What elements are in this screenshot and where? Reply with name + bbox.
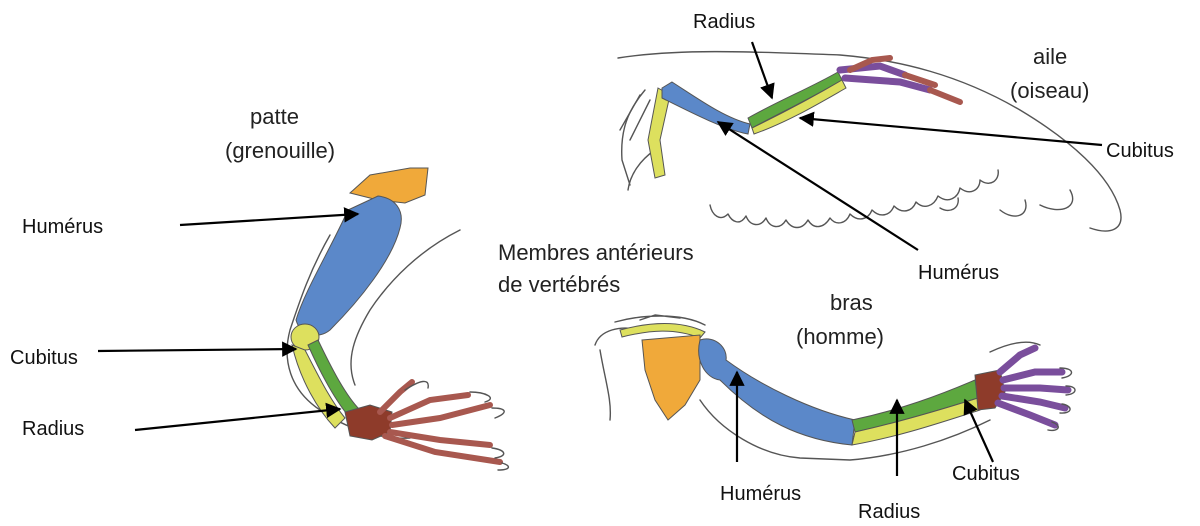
frog-cubitus-arrow xyxy=(98,349,296,351)
human-caption-line1: bras xyxy=(830,290,873,315)
bird-humerus xyxy=(662,82,750,134)
frog-label-radius: Radius xyxy=(22,418,84,440)
bird-radius-arrow xyxy=(752,42,772,98)
diagram-title-line2: de vertébrés xyxy=(498,272,620,297)
bird-label-humerus: Humérus xyxy=(918,262,999,284)
frog-label-cubitus: Cubitus xyxy=(10,347,78,369)
diagram-title-line1: Membres antérieurs xyxy=(498,240,694,265)
bird-humerus-arrow xyxy=(718,122,918,250)
bird-shoulder-outline xyxy=(620,95,650,140)
bird-caption-line1: aile xyxy=(1033,44,1067,69)
frog-caption-line2: (grenouille) xyxy=(225,138,335,163)
bird-caption-line2: (oiseau) xyxy=(1010,78,1089,103)
human-digits xyxy=(998,348,1068,425)
frog-radius-arrow xyxy=(135,409,340,430)
human-caption-line2: (homme) xyxy=(796,324,884,349)
bird-wing-feathers xyxy=(710,170,1073,228)
bird-cubitus-arrow xyxy=(800,118,1102,145)
human-label-cubitus: Cubitus xyxy=(952,463,1020,485)
frog-limb xyxy=(287,168,508,470)
frog-caption-line1: patte xyxy=(250,104,299,129)
bird-label-radius: Radius xyxy=(693,11,755,33)
human-scapula xyxy=(642,335,700,420)
bird-cubitus xyxy=(752,80,846,134)
bird-shoulder xyxy=(648,88,670,178)
bird-label-cubitus: Cubitus xyxy=(1106,140,1174,162)
frog-scapula xyxy=(350,168,428,203)
bird-hand xyxy=(840,58,960,102)
frog-label-humerus: Humérus xyxy=(22,216,103,238)
human-label-radius: Radius xyxy=(858,501,920,523)
human-label-humerus: Humérus xyxy=(720,483,801,505)
frog-humerus-arrow xyxy=(180,214,358,225)
frog-digits xyxy=(380,382,500,462)
human-humerus xyxy=(699,339,855,445)
